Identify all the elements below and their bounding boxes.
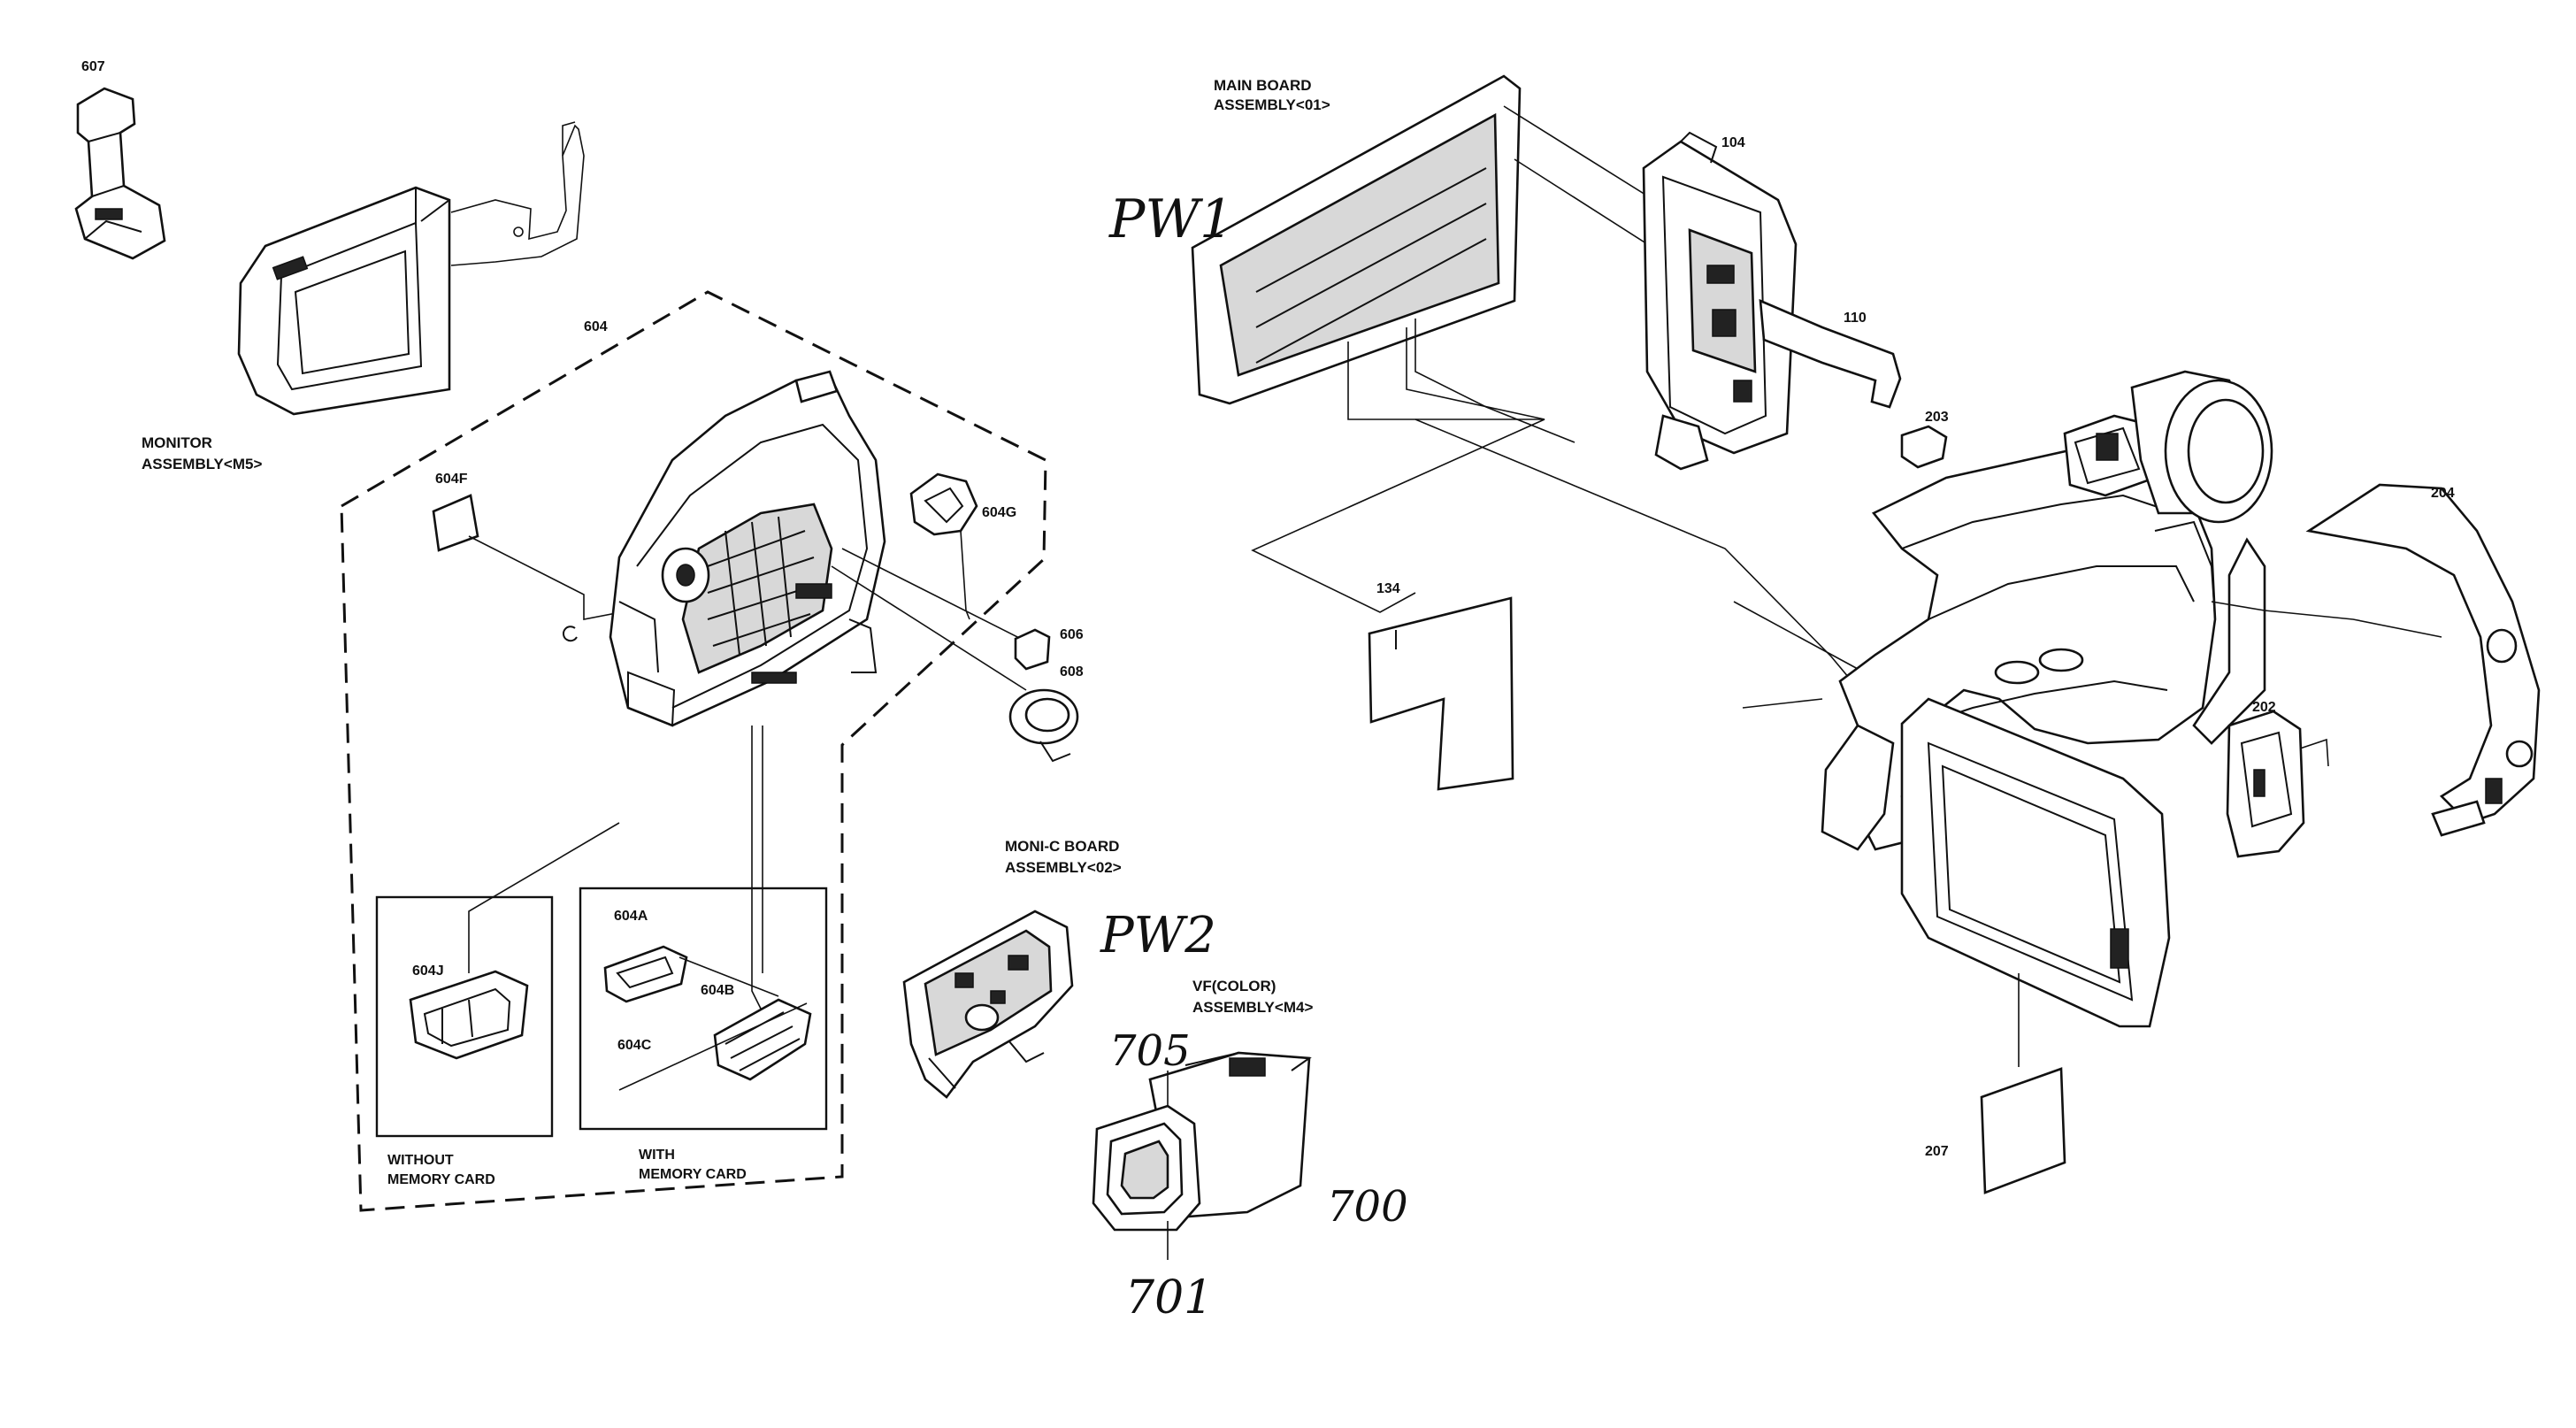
part-604-mechanism xyxy=(609,370,1036,1010)
clip-604 xyxy=(562,626,578,642)
label-204: 204 xyxy=(2431,486,2455,501)
label-110: 110 xyxy=(1844,311,1867,326)
part-203-cap xyxy=(1900,425,1948,469)
label-monitor-assembly-line2: ASSEMBLY<M5> xyxy=(142,456,262,472)
part-viewfinder-assembly xyxy=(1092,1051,1312,1260)
part-604J-holder xyxy=(409,822,620,1060)
part-608-ring xyxy=(1008,688,1079,763)
label-604C: 604C xyxy=(617,1038,652,1053)
part-604G-holder xyxy=(909,472,978,620)
label-with-memory-card-line1: WITH xyxy=(639,1148,675,1163)
handwritten-701: 701 xyxy=(1125,1271,1213,1324)
handwritten-700: 700 xyxy=(1327,1182,1408,1232)
part-606 xyxy=(1014,628,1051,671)
part-202-cover xyxy=(2226,710,2329,858)
label-207: 207 xyxy=(1925,1144,1949,1159)
label-604: 604 xyxy=(584,319,608,334)
label-202: 202 xyxy=(2252,700,2276,715)
label-604J: 604J xyxy=(412,964,444,979)
part-lcd-panel xyxy=(1900,697,2171,1067)
handwritten-pw1: PW1 xyxy=(1108,188,1233,250)
label-with-memory-card-line2: MEMORY CARD xyxy=(639,1167,747,1182)
group-604-dashed-outline xyxy=(340,290,1047,1212)
handwritten-705: 705 xyxy=(1109,1026,1191,1076)
part-207-sheet xyxy=(1980,1067,2066,1194)
part-cabinet-body xyxy=(1414,370,2442,851)
label-604G: 604G xyxy=(982,505,1016,520)
label-104: 104 xyxy=(1721,135,1745,150)
part-monitor-assembly xyxy=(237,121,585,416)
label-604F: 604F xyxy=(435,472,468,487)
part-604A xyxy=(603,945,779,1003)
label-vf-color-line2: ASSEMBLY<M4> xyxy=(1192,999,1313,1016)
box-without-memory-card xyxy=(375,895,554,1138)
label-main-board-line1: MAIN BOARD xyxy=(1214,77,1312,94)
label-608: 608 xyxy=(1060,664,1084,679)
label-monitor-assembly-line1: MONITOR xyxy=(142,434,212,451)
part-moni-c-board xyxy=(902,910,1074,1099)
label-606: 606 xyxy=(1060,627,1084,642)
label-134: 134 xyxy=(1376,581,1400,596)
label-without-memory-card-line2: MEMORY CARD xyxy=(387,1172,495,1187)
label-203: 203 xyxy=(1925,410,1949,425)
part-604F-sheet xyxy=(432,494,631,620)
label-without-memory-card-line1: WITHOUT xyxy=(387,1153,454,1168)
label-604A: 604A xyxy=(614,909,648,924)
label-604B: 604B xyxy=(701,983,734,998)
part-204-grip xyxy=(2305,483,2541,837)
part-607-bracket xyxy=(74,87,166,260)
label-moni-c-board-line2: ASSEMBLY<02> xyxy=(1005,859,1122,876)
box-with-memory-card xyxy=(579,887,828,1131)
part-104-110-subassembly xyxy=(1642,131,1902,471)
part-604B xyxy=(713,998,812,1081)
part-134-sheet xyxy=(1251,327,1545,791)
label-607: 607 xyxy=(81,59,105,74)
label-main-board-line2: ASSEMBLY<01> xyxy=(1214,96,1330,113)
part-main-board xyxy=(1191,74,1717,443)
label-moni-c-board-line1: MONI-C BOARD xyxy=(1005,838,1119,855)
leader-604C xyxy=(618,1002,808,1091)
label-vf-color-line1: VF(COLOR) xyxy=(1192,978,1276,994)
handwritten-pw2: PW2 xyxy=(1100,907,1216,964)
